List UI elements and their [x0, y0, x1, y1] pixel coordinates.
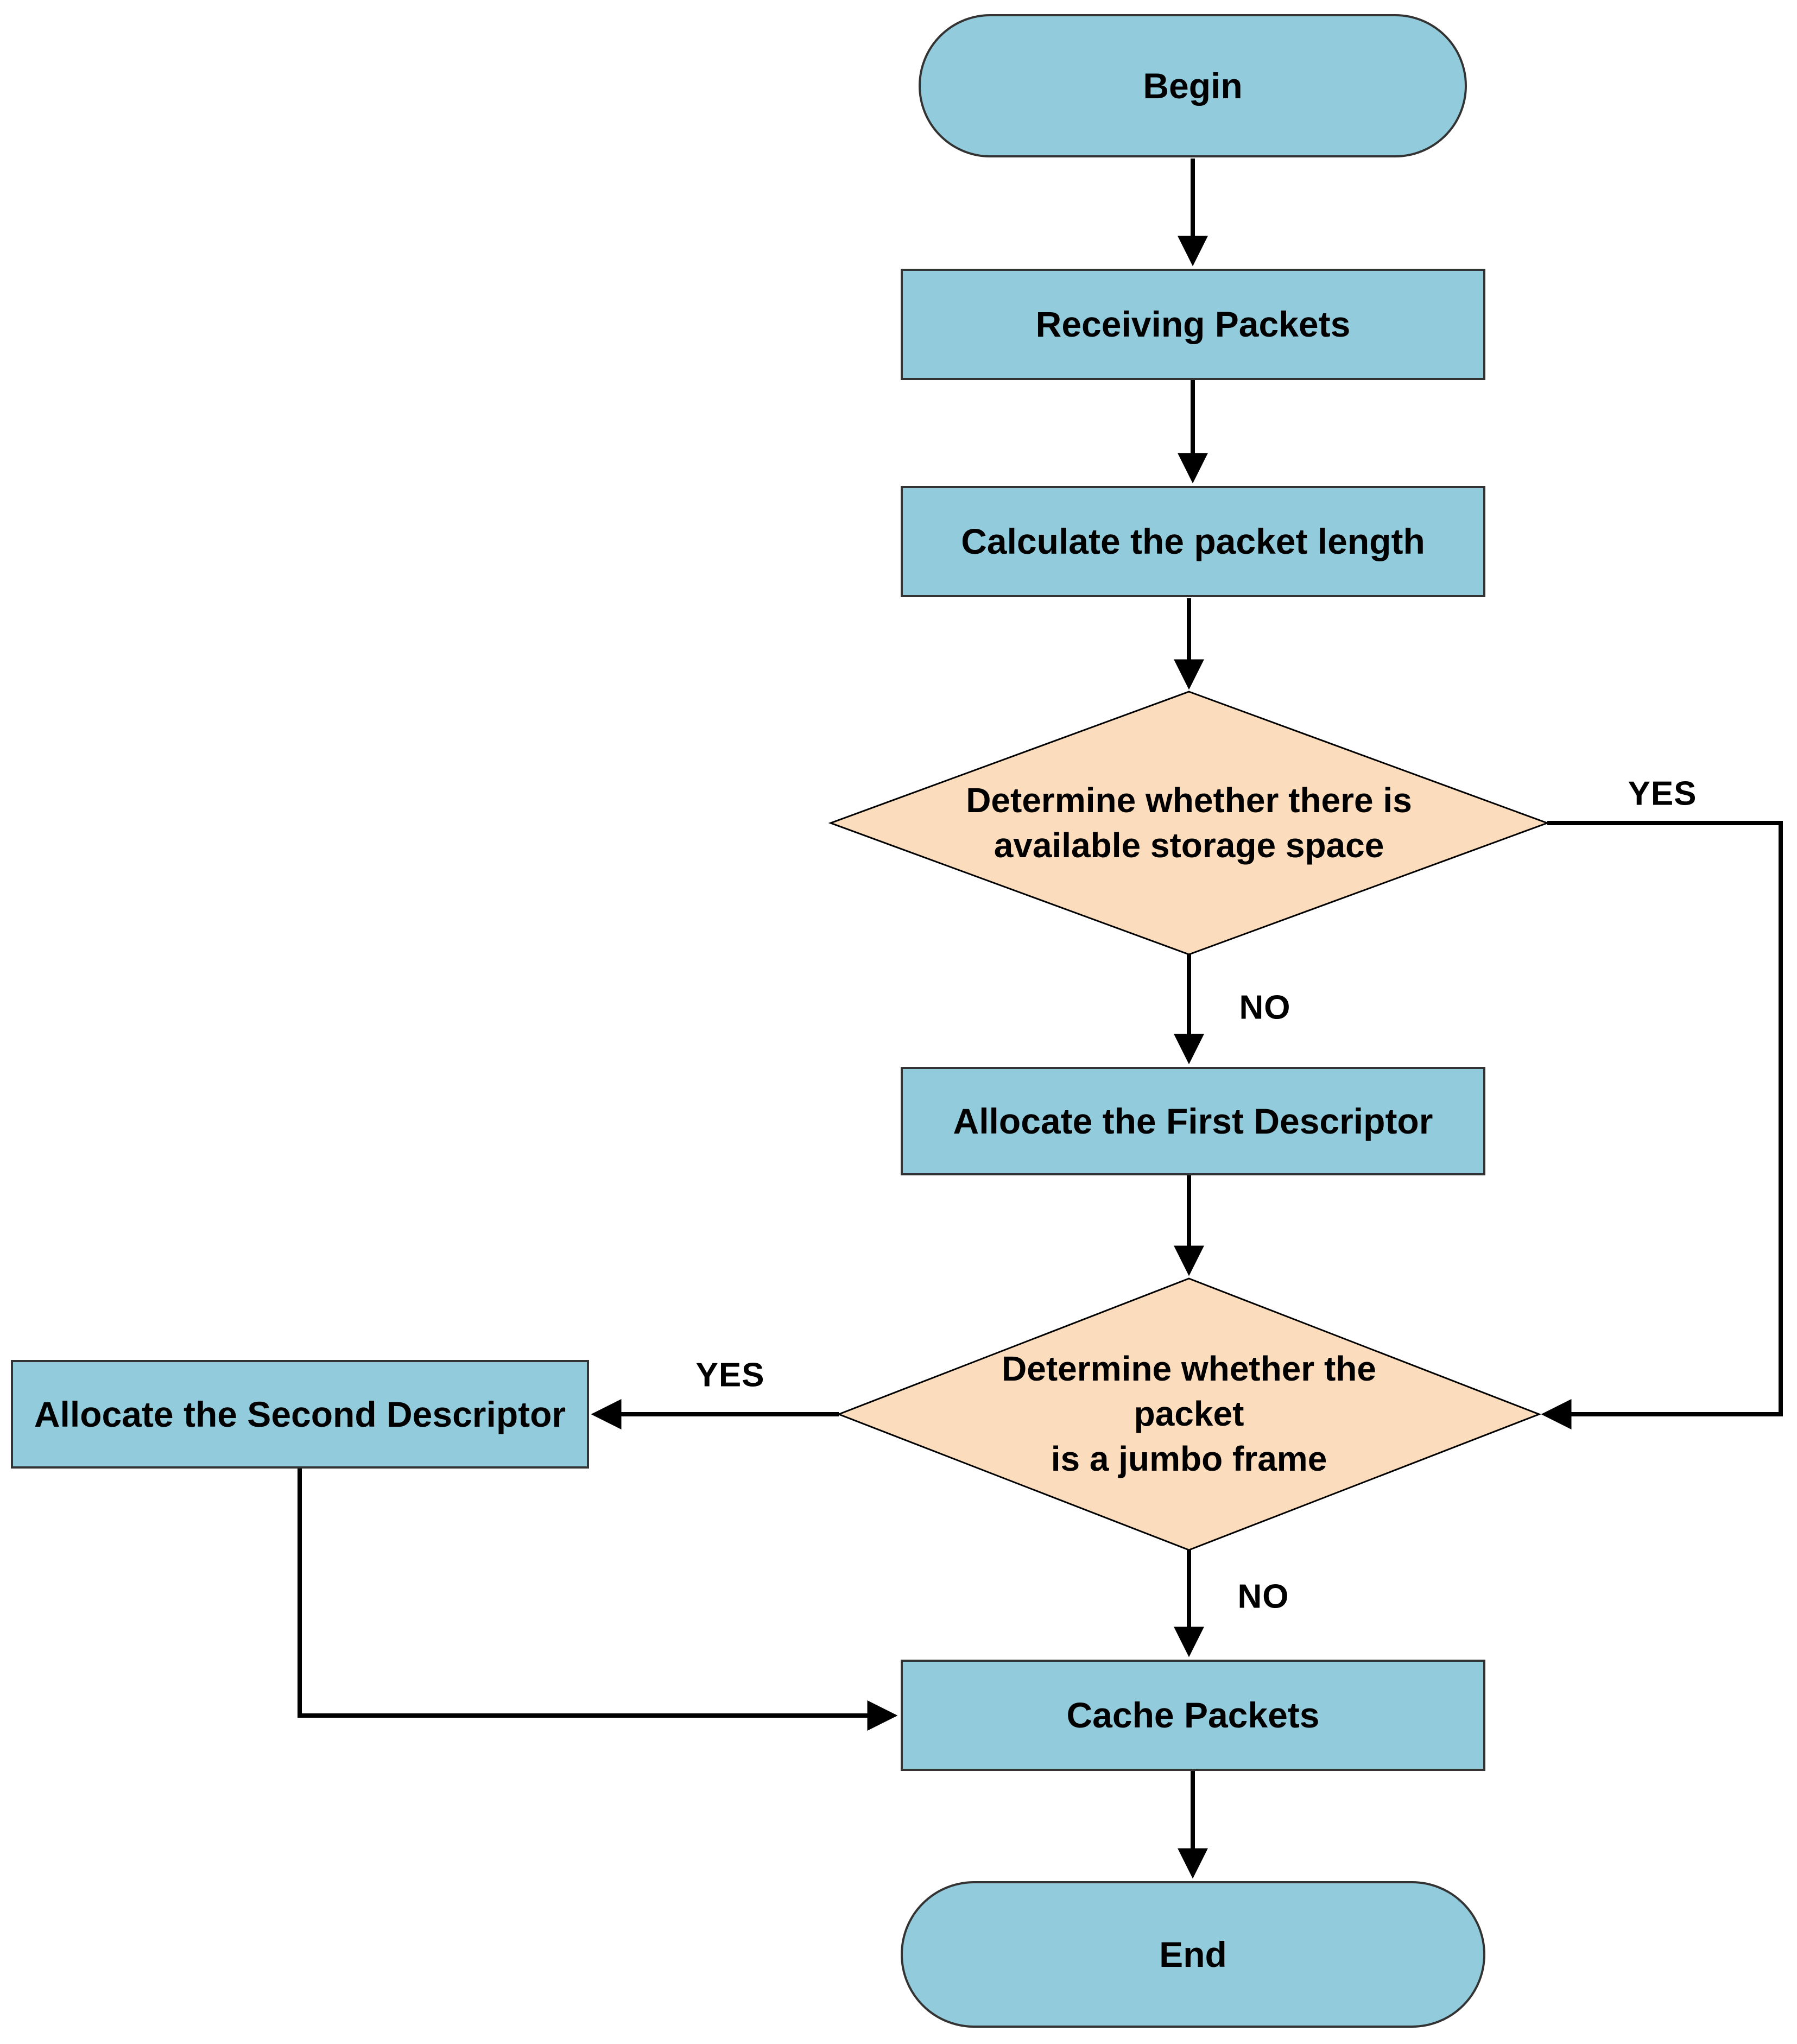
node-calculate-packet-length-label: Calculate the packet length	[961, 521, 1425, 562]
decision-storage-label: Determine whether there is available sto…	[966, 780, 1412, 865]
decision-storage-shape	[828, 691, 1550, 955]
decision-jumbo-shape	[836, 1277, 1542, 1551]
edge-storage-yes-to-jumbo-decision	[1541, 821, 1783, 1429]
node-cache-packets-label: Cache Packets	[1066, 1695, 1320, 1736]
edge-allocate-second-to-cache	[298, 1469, 898, 1731]
edge-label-jumbo-yes: YES	[695, 1356, 765, 1394]
edge-label-storage-no: NO	[1239, 989, 1291, 1027]
node-allocate-first-descriptor-label: Allocate the First Descriptor	[953, 1100, 1433, 1141]
edge-label-jumbo-no: NO	[1237, 1578, 1289, 1616]
node-begin-label: Begin	[1143, 65, 1243, 106]
node-allocate-second-descriptor-label: Allocate the Second Descriptor	[34, 1394, 566, 1434]
node-allocate-second-descriptor: Allocate the Second Descriptor	[11, 1360, 589, 1469]
node-end-label: End	[1159, 1934, 1227, 1975]
node-end: End	[901, 1881, 1485, 2028]
node-receiving-packets: Receiving Packets	[901, 269, 1485, 380]
node-allocate-first-descriptor: Allocate the First Descriptor	[901, 1067, 1485, 1175]
node-cache-packets: Cache Packets	[901, 1660, 1485, 1771]
decision-jumbo-label: Determine whether the packet is a jumbo …	[1002, 1349, 1376, 1479]
node-calculate-packet-length: Calculate the packet length	[901, 486, 1485, 597]
node-begin: Begin	[919, 14, 1467, 157]
edge-label-storage-yes: YES	[1628, 775, 1697, 813]
node-receiving-packets-label: Receiving Packets	[1035, 304, 1351, 345]
